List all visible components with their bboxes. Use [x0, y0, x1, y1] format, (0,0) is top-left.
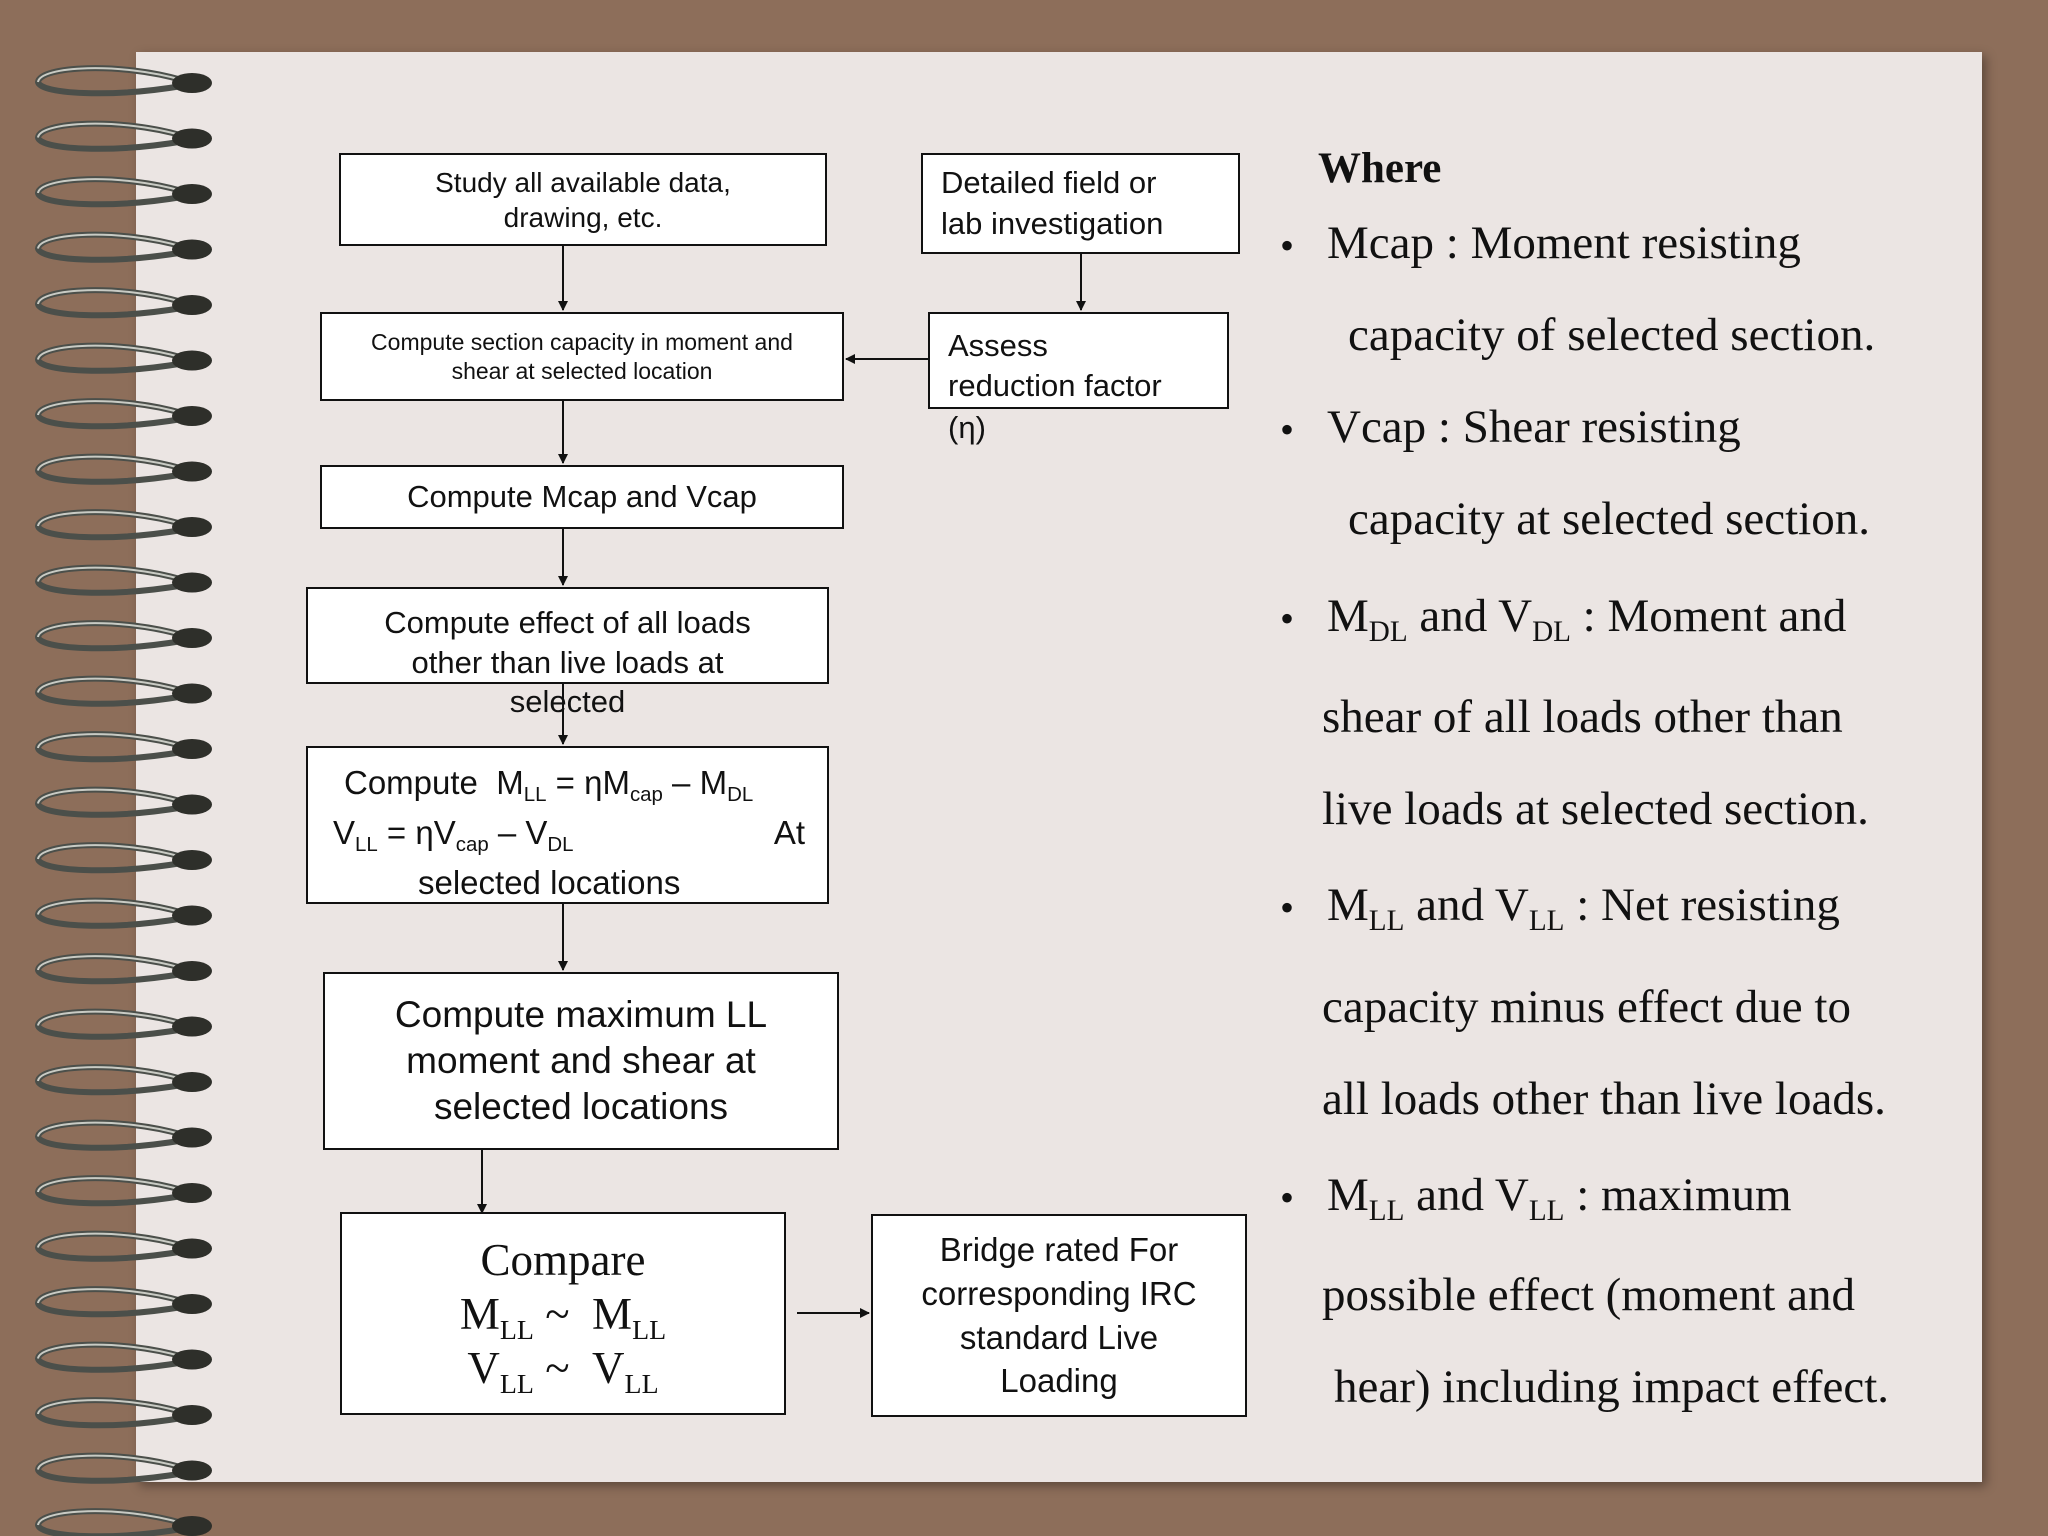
- effect-line-3: selected: [509, 683, 626, 719]
- ll-max-line-2: possible effect (moment and: [1322, 1269, 1855, 1321]
- bridge-line-1: Bridge rated For: [939, 1231, 1179, 1269]
- effect-line-2: other than live loads at: [411, 645, 724, 681]
- spiral-ring: [34, 1064, 212, 1096]
- bullet-dl: •: [1280, 596, 1295, 641]
- spiral-ring: [34, 176, 212, 208]
- assess-eta: (η): [948, 410, 986, 445]
- mll-at-label: At: [773, 814, 805, 851]
- spiral-ring: [34, 1175, 212, 1207]
- compare-v-line: VLL ~ VLL: [467, 1342, 659, 1400]
- dl-line-2: shear of all loads other than: [1322, 691, 1843, 743]
- assess-reduction-box: Assess reduction factor (η): [928, 312, 1229, 445]
- max-ll-line-1: Compute maximum LL: [394, 993, 768, 1035]
- ll-max-line-1: MLL and VLL : maximum: [1327, 1169, 1792, 1228]
- bridge-line-3: standard Live: [959, 1318, 1159, 1356]
- spiral-ring: [34, 1008, 212, 1040]
- mcap-vcap-label: Compute Mcap and Vcap: [407, 478, 757, 514]
- spiral-ring: [34, 897, 212, 929]
- compute-effect-box: Compute effect of all loads other than l…: [306, 587, 829, 719]
- vll-equation-line: VLL = ηVcap – VDL: [333, 814, 574, 857]
- section-line-2: shear at selected location: [451, 357, 713, 384]
- spiral-ring: [34, 1286, 212, 1318]
- dl-line-1: MDL and VDL : Moment and: [1327, 590, 1847, 649]
- section-line-1: Compute section capacity in moment and: [371, 328, 793, 355]
- ll-line-1: MLL and VLL : Net resisting: [1327, 879, 1840, 938]
- spiral-ring: [34, 1230, 212, 1262]
- bullet-ll: •: [1280, 885, 1295, 930]
- vcap-line-1: Vcap : Shear resisting: [1327, 401, 1741, 453]
- effect-line-1: Compute effect of all loads: [384, 605, 751, 640]
- compute-mcap-vcap-box: Compute Mcap and Vcap: [320, 465, 844, 529]
- spiral-ring: [34, 287, 212, 319]
- spiral-ring: [34, 453, 212, 485]
- assess-line-1: Assess: [948, 328, 1048, 363]
- spiral-ring: [34, 842, 212, 874]
- mcap-line-1: Mcap : Moment resisting: [1327, 217, 1801, 269]
- max-ll-line-3: selected locations: [433, 1086, 729, 1128]
- spiral-ring: [34, 620, 212, 652]
- spiral-ring: [34, 675, 212, 707]
- bullet-ll-max: •: [1280, 1175, 1295, 1220]
- compare-box: Compare MLL ~ MLL VLL ~ VLL: [340, 1212, 786, 1415]
- spiral-ring: [34, 120, 212, 152]
- mll-selected-locations: selected locations: [418, 864, 681, 901]
- ll-line-3: all loads other than live loads.: [1322, 1073, 1886, 1125]
- spiral-ring: [34, 1397, 212, 1429]
- ll-max-line-3: hear) including impact effect.: [1334, 1361, 1890, 1413]
- spiral-ring: [34, 953, 212, 985]
- bridge-rated-box: Bridge rated For corresponding IRC stand…: [871, 1214, 1247, 1417]
- spiral-ring: [34, 1452, 212, 1484]
- dl-line-3: live loads at selected section.: [1322, 783, 1869, 835]
- spiral-ring: [34, 564, 212, 596]
- spiral-ring: [34, 231, 212, 263]
- spiral-ring: [34, 786, 212, 818]
- spiral-ring: [34, 398, 212, 430]
- field-investigation-box: Detailed field or lab investigation: [921, 153, 1240, 254]
- mcap-line-2: capacity of selected section.: [1348, 309, 1876, 361]
- study-line-1: Study all available data,: [435, 166, 731, 198]
- study-data-box: Study all available data, drawing, etc.: [339, 153, 827, 246]
- compare-m-line: MLL ~ MLL: [459, 1288, 667, 1346]
- bridge-line-2: corresponding IRC: [921, 1274, 1197, 1312]
- spiral-ring: [34, 65, 212, 97]
- mll-equation-line: Compute MLL = ηMcap – MDL: [344, 764, 754, 807]
- spiral-ring: [34, 509, 212, 541]
- spiral-ring: [34, 731, 212, 763]
- field-line-1: Detailed field or: [941, 165, 1157, 201]
- spiral-ring: [34, 1119, 212, 1151]
- ll-line-2: capacity minus effect due to: [1322, 981, 1851, 1033]
- bullet-vcap: •: [1280, 407, 1295, 452]
- field-line-2: lab investigation: [941, 205, 1164, 241]
- max-ll-line-2: moment and shear at: [406, 1039, 756, 1081]
- compare-title: Compare: [480, 1234, 646, 1285]
- vcap-line-2: capacity at selected section.: [1348, 493, 1870, 545]
- assess-line-2: reduction factor: [948, 368, 1162, 404]
- spiral-ring: [34, 1341, 212, 1373]
- study-line-2: drawing, etc.: [503, 201, 663, 233]
- spiral-ring: [34, 342, 212, 374]
- section-capacity-box: Compute section capacity in moment and s…: [320, 312, 844, 401]
- where-heading: Where: [1318, 145, 1442, 192]
- compute-max-ll-box: Compute maximum LL moment and shear at s…: [323, 972, 839, 1150]
- compute-mll-box: Compute MLL = ηMcap – MDL VLL = ηVcap – …: [306, 746, 829, 904]
- bridge-line-4: Loading: [1000, 1362, 1118, 1400]
- spiral-ring: [34, 1508, 212, 1536]
- bullet-mcap: •: [1280, 223, 1295, 268]
